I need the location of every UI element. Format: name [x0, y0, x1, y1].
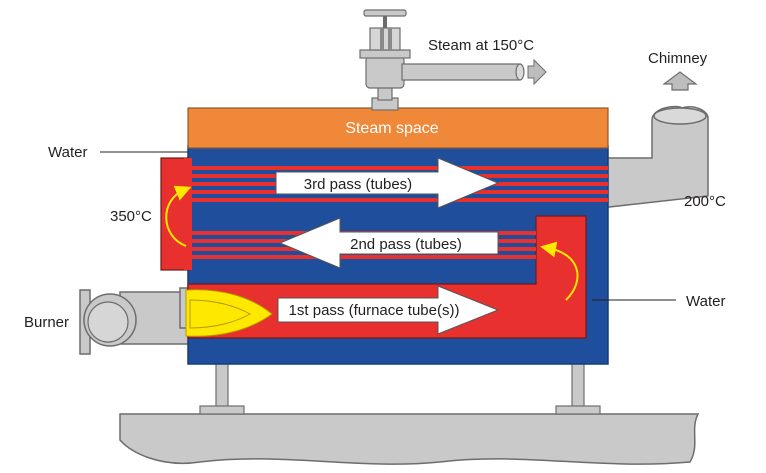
water-left-label: Water	[48, 144, 87, 161]
support-legs	[199, 361, 601, 415]
first-pass-arrow	[277, 285, 500, 335]
water-right-label: Water	[686, 293, 725, 310]
steam-outlet-label: Steam at 150°C	[428, 37, 534, 54]
left-flow-curl	[165, 185, 192, 247]
ground	[119, 413, 700, 465]
steam-valve	[359, 9, 411, 111]
third-pass-arrow	[275, 157, 500, 209]
steam-space-label: Steam space	[345, 120, 438, 137]
steam-pipe	[401, 63, 521, 81]
second-pass-label: 2nd pass (tubes)	[350, 236, 462, 253]
temp-200-label: 200°C	[684, 193, 726, 210]
chimney-arrow-icon	[662, 71, 698, 91]
steam-outlet-arrow-icon	[527, 58, 547, 86]
steam-space	[187, 107, 609, 149]
temp-350-label: 350°C	[110, 208, 152, 225]
left-chamber-joint	[184, 158, 192, 270]
chimney-opening	[653, 107, 707, 125]
burner-assembly	[79, 287, 191, 355]
burner-label: Burner	[24, 314, 69, 331]
right-flow-curl	[540, 241, 579, 301]
flame-inner	[189, 299, 252, 329]
second-pass-arrow	[278, 217, 499, 269]
first-pass-label: 1st pass (furnace tube(s))	[289, 302, 460, 319]
chimney-label: Chimney	[648, 50, 708, 67]
third-pass-label: 3rd pass (tubes)	[304, 176, 412, 193]
pipe-end	[515, 63, 525, 81]
